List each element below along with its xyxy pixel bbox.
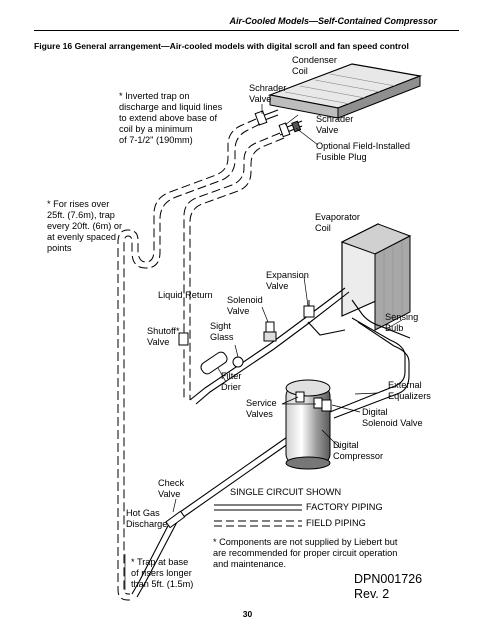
field-piping-liquid (183, 132, 285, 400)
page-number: 30 (242, 609, 253, 619)
fusible-plug (291, 120, 302, 133)
liquid-return-label: Liquid Return (158, 290, 213, 300)
legend-factory-label: FACTORY PIPING (306, 502, 383, 512)
sight-glass (232, 356, 244, 368)
legend-factory-line (214, 504, 302, 511)
shutoff-valve-label: Shutoff*Valve (147, 326, 180, 347)
digital-solenoid-valve (321, 399, 332, 412)
field-piping-hot-gas (117, 118, 261, 601)
filter-drier (200, 351, 228, 375)
header-rule (34, 30, 459, 31)
legend-note: * Components are not supplied by Liebert… (213, 537, 398, 569)
evaporator-coil (340, 223, 412, 331)
running-header: Air-Cooled Models—Self-Contained Compres… (229, 16, 437, 26)
figure-caption: Figure 16 General arrangement—Air-cooled… (34, 41, 409, 51)
schrader-valve-right (278, 122, 291, 138)
digital-compressor (285, 379, 331, 470)
condenser-coil (267, 63, 423, 119)
solenoid-valve (263, 321, 277, 342)
legend-field-label: FIELD PIPING (306, 518, 366, 528)
leader-lines (124, 104, 403, 590)
shutoff-valve (178, 332, 189, 346)
check-valve (165, 510, 186, 529)
service-valves (281, 391, 323, 409)
expansion-valve (303, 300, 315, 318)
factory-piping (131, 287, 411, 598)
legend-title: SINGLE CIRCUIT SHOWN (230, 487, 342, 497)
schrader-valve-upper (254, 110, 268, 126)
legend-field-line (214, 520, 302, 527)
